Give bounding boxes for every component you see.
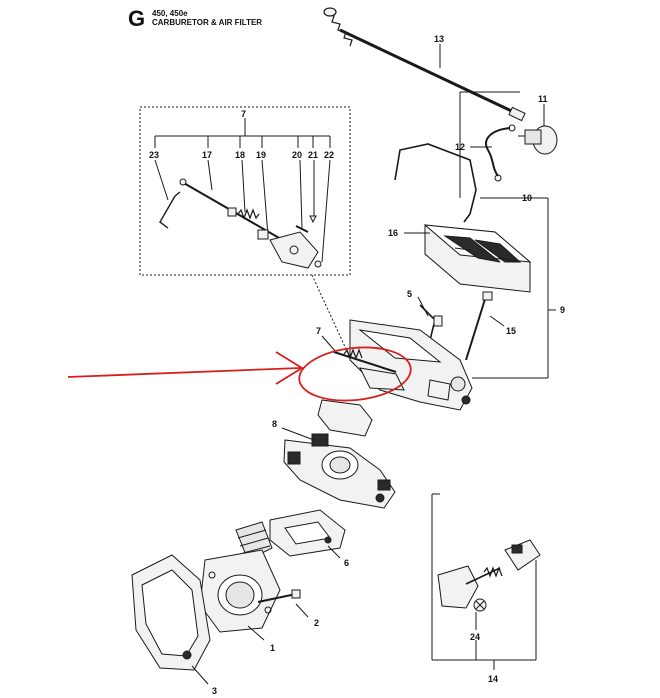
part-23-wire [159,191,181,229]
callout-10: 10 [522,193,532,203]
callout-22: 22 [324,150,334,160]
callout-2: 2 [314,618,319,628]
choke-lever-assembly [269,231,319,269]
annotation-arrow-line [67,367,301,378]
callout-7-detail: 7 [241,109,246,119]
callout-7: 7 [316,326,321,336]
callout-11: 11 [538,94,548,104]
callout-3: 3 [212,686,217,696]
part-7-choke-shaft [333,348,405,391]
part-18-spring [237,208,260,220]
part-21-screw [309,215,317,224]
part-1-intake-flange [199,549,281,633]
section-letter: G [128,6,146,31]
part-16-air-filter [423,224,532,293]
part-13-spring [323,7,353,47]
callout-16: 16 [388,228,398,238]
callout-1: 1 [270,643,275,653]
part-15-screw [465,295,487,361]
part-19-bushing [257,229,269,240]
part-6-adapter [269,509,346,557]
intake-boot [235,521,273,561]
part-22-washer [314,260,322,268]
models-label: 450, 450e [152,9,188,18]
part-8-carburetor [283,433,396,509]
part-3-housing [131,554,211,671]
callout-19: 19 [256,150,266,160]
callout-23: 23 [149,150,159,160]
callout-labels: 7 23 17 18 19 20 21 22 13 11 12 10 16 5 … [149,34,565,696]
red-annotation [67,346,412,402]
part-13-rod [339,28,521,117]
throttle-trigger-assembly [437,539,541,609]
callout-9: 9 [560,305,565,315]
callout-15: 15 [506,326,516,336]
callout-20: 20 [292,150,302,160]
part-11-knob [518,125,558,155]
callout-6: 6 [344,558,349,568]
callout-17: 17 [202,150,212,160]
detail-box-kit-7 [139,106,351,276]
callout-24: 24 [470,632,480,642]
callout-13: 13 [434,34,444,44]
part-20-pin [295,225,309,233]
part-12-clip [485,127,511,177]
callout-18: 18 [235,150,245,160]
annotation-arrow-head [275,351,304,385]
callout-14: 14 [488,674,498,684]
callout-21: 21 [308,150,318,160]
part-10-wire [394,143,477,223]
annotation-circle [298,346,412,402]
carb-upper-bracket [349,319,473,411]
insulator-plate [317,399,373,437]
callout-8: 8 [272,419,277,429]
callout-5: 5 [407,289,412,299]
diagram-title: CARBURETOR & AIR FILTER [152,18,263,27]
callout-12: 12 [455,142,465,152]
part-2-bolt [257,593,297,603]
